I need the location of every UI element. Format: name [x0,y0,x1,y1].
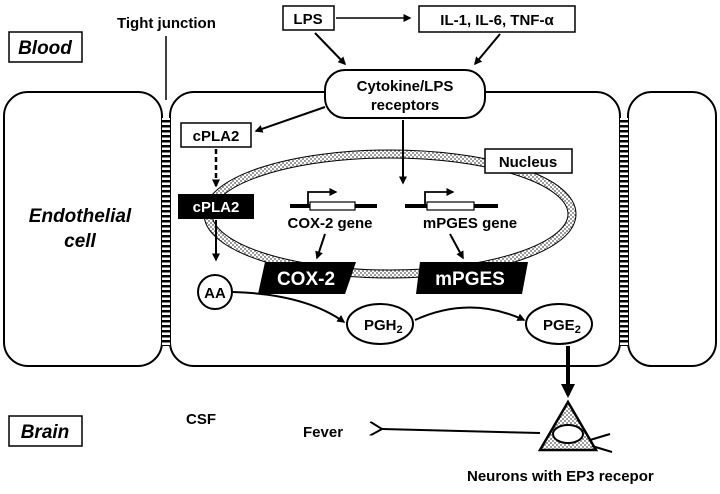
cytokine-lps-receptors: Cytokine/LPS receptors [324,69,486,119]
mpges-enzyme: mPGES [416,262,528,294]
receptor-to-cpla2-arrow [254,106,326,133]
cox2-gene-expression-arrow [315,233,326,260]
pgh2-node: PGH2 [346,303,414,345]
aa-to-pgh2-arrow [232,291,346,323]
aa-node: AA [197,274,233,310]
svg-text:Cytokine/LPS: Cytokine/LPS [357,78,454,95]
svg-text:Blood: Blood [18,38,72,59]
bent-arrow-icon [307,188,338,204]
cox2-enzyme: COX-2 [258,262,356,294]
svg-text:IL-1, IL-6, TNF-α: IL-1, IL-6, TNF-α [440,12,554,29]
svg-text:Nucleus: Nucleus [499,154,557,171]
mpges-gene-expression-arrow [449,233,464,260]
right-endothelial-cell [627,91,717,367]
bent-arrow-icon [424,188,455,204]
mpges-gene: mPGES gene [405,188,517,232]
cpla2-box: cPLA2 [180,122,252,148]
endothelial-label-line2: cell [64,231,96,252]
tight-junction-left [162,118,170,346]
svg-text:LPS: LPS [293,11,322,28]
fever-label: Fever [303,424,343,441]
svg-text:PGE2: PGE2 [543,317,581,336]
csf-label: CSF [186,411,216,428]
svg-text:cPLA2: cPLA2 [193,199,240,216]
svg-text:AA: AA [204,285,226,302]
cytokine-box: IL-1, IL-6, TNF-α [418,5,576,33]
brain-label: Brain [8,415,83,447]
svg-text:COX-2: COX-2 [277,269,335,290]
cpla2-active-box: cPLA2 [178,194,254,219]
pgh2-to-pge2-arrow [414,306,526,321]
svg-text:mPGES: mPGES [435,269,505,290]
neuron-to-fever-arrow [382,429,541,433]
blood-label: Blood [8,31,83,63]
lps-to-receptor-arrow [314,32,347,66]
svg-text:PGH2: PGH2 [364,317,403,336]
cytokine-to-receptor-arrow [474,33,501,66]
nucleus-label: Nucleus [484,148,573,174]
svg-text:cPLA2: cPLA2 [193,128,240,145]
endothelial-label-line1: Endothelial [29,206,132,227]
pge2-node: PGE2 [525,303,593,345]
tight-junction-right [620,118,628,346]
triangle-neuron-icon [537,399,613,453]
cox2-gene: COX-2 gene [287,188,377,232]
neuron-label: Neurons with EP3 recepor [467,468,654,485]
svg-text:mPGES gene: mPGES gene [423,215,517,232]
svg-text:Brain: Brain [21,422,70,443]
left-endothelial-cell [3,91,163,367]
lps-box: LPS [282,5,335,31]
svg-text:receptors: receptors [371,97,439,114]
svg-text:COX-2 gene: COX-2 gene [287,215,372,232]
tight-junction-label: Tight junction [117,15,216,32]
